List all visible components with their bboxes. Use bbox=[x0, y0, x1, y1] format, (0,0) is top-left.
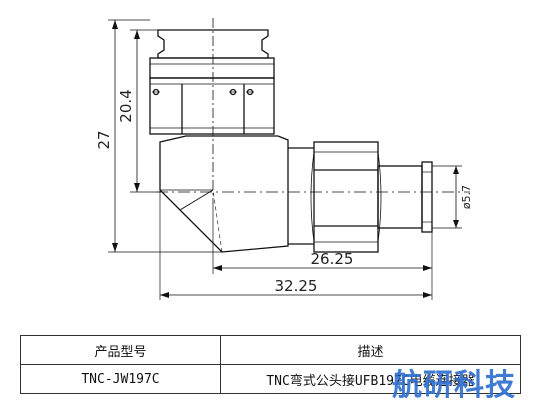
label-length-short: 26.25 bbox=[311, 250, 354, 268]
cell-model: TNC-JW197C bbox=[20, 364, 221, 394]
cell-description: TNC弯式公头接UFB197C电缆连接器 bbox=[220, 364, 521, 394]
rear-nut bbox=[310, 141, 382, 253]
product-table: 产品型号 描述 TNC-JW197C TNC弯式公头接UFB197C电缆连接器 bbox=[20, 335, 521, 394]
connector-drawing: 27 20.4 26.25 32.25 ø5.7 bbox=[95, 18, 473, 300]
label-diameter: ø5.7 bbox=[460, 185, 473, 209]
dim-length-total bbox=[159, 190, 433, 300]
coupling-nut bbox=[149, 18, 275, 204]
dim-upper-height bbox=[130, 29, 160, 193]
table-row: TNC-JW197C TNC弯式公头接UFB197C电缆连接器 bbox=[20, 364, 521, 394]
dim-length-short bbox=[212, 204, 433, 274]
label-length-total: 32.25 bbox=[275, 277, 318, 295]
label-upper-height: 20.4 bbox=[117, 89, 135, 122]
elbow-body bbox=[159, 135, 314, 253]
watermark-logo-text: 航研科技 bbox=[392, 368, 516, 403]
dim-diameter bbox=[432, 165, 462, 229]
label-overall-height: 27 bbox=[95, 130, 113, 149]
header-model: 产品型号 bbox=[20, 335, 221, 365]
dim-overall-height bbox=[108, 19, 222, 253]
table-header-row: 产品型号 描述 bbox=[20, 335, 521, 365]
cable-ferrule bbox=[377, 161, 433, 233]
